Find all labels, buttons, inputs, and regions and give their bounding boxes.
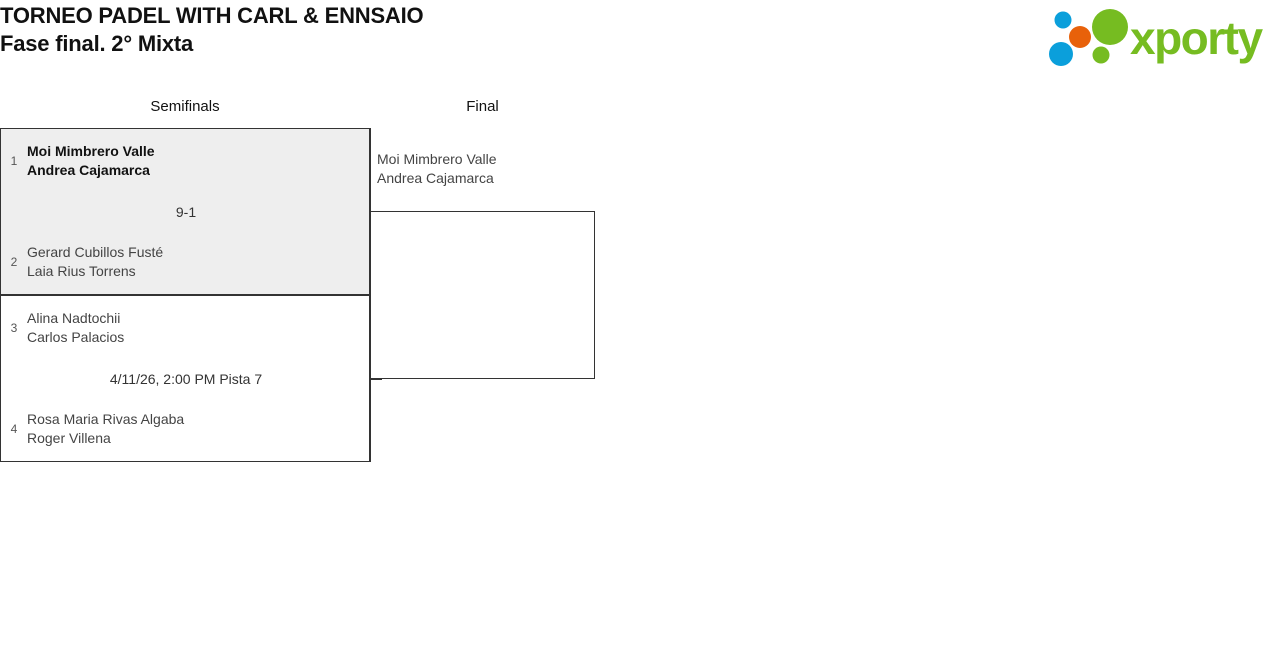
page-title: TORNEO PADEL WITH CARL & ENNSAIO Fase fi…	[0, 2, 424, 58]
team-player-2: Laia Rius Torrens	[27, 263, 136, 279]
team-player-2: Andrea Cajamarca	[27, 162, 150, 178]
team-player-1: Rosa Maria Rivas Algaba	[27, 411, 185, 427]
team-player-1: Gerard Cubillos Fusté	[27, 244, 164, 260]
logo-dot-blue-large	[1049, 42, 1073, 66]
round-header-final: Final	[466, 98, 499, 115]
team-seed: 1	[10, 154, 18, 168]
tournament-name: TORNEO PADEL WITH CARL & ENNSAIO	[0, 3, 424, 28]
xporty-logo[interactable]: xporty	[1048, 6, 1272, 68]
team-player-2: Roger Villena	[27, 430, 111, 446]
team-player-1: Moi Mimbrero Valle	[27, 143, 155, 159]
final-match-info	[371, 212, 741, 378]
team-player-2: Andrea Cajamarca	[377, 170, 494, 186]
team-seed: 3	[10, 321, 18, 335]
team-player-2: Carlos Palacios	[27, 329, 125, 345]
tournament-phase: Fase final. 2° Mixta	[0, 31, 194, 56]
team-names: Moi Mimbrero Valle Andrea Cajamarca	[27, 142, 371, 180]
bracket-connector-bottom	[370, 379, 382, 380]
logo-dot-orange	[1069, 26, 1091, 48]
team-names: Gerard Cubillos Fusté Laia Rius Torrens	[27, 243, 371, 281]
match-box-semifinal-1[interactable]: 1 Moi Mimbrero Valle Andrea Cajamarca 9-…	[0, 128, 370, 295]
team-player-1: Moi Mimbrero Valle	[377, 151, 497, 167]
team-seed: 4	[10, 422, 18, 436]
match-box-final[interactable]	[370, 211, 595, 379]
team-seed: 2	[10, 255, 18, 269]
round-header-semifinals: Semifinals	[150, 98, 220, 115]
page-header: TORNEO PADEL WITH CARL & ENNSAIO Fase fi…	[0, 0, 1280, 80]
match-team-slot[interactable]: 1 Moi Mimbrero Valle Andrea Cajamarca	[1, 135, 371, 187]
logo-wordmark: xporty	[1130, 12, 1264, 64]
team-names: Alina Nadtochii Carlos Palacios	[27, 309, 371, 347]
match-box-semifinal-2[interactable]: 3 Alina Nadtochii Carlos Palacios 4/11/2…	[0, 295, 370, 462]
logo-dot-green-large	[1092, 9, 1128, 45]
team-player-1: Alina Nadtochii	[27, 310, 121, 326]
logo-dot-blue-small	[1054, 11, 1072, 29]
logo-dot-green-small	[1092, 46, 1110, 64]
match-team-slot[interactable]: 3 Alina Nadtochii Carlos Palacios	[1, 302, 371, 354]
final-advanced-team: Moi Mimbrero Valle Andrea Cajamarca	[377, 150, 597, 188]
team-names: Rosa Maria Rivas Algaba Roger Villena	[27, 410, 371, 448]
match-team-slot[interactable]: 4 Rosa Maria Rivas Algaba Roger Villena	[1, 403, 371, 455]
match-team-slot[interactable]: 2 Gerard Cubillos Fusté Laia Rius Torren…	[1, 236, 371, 288]
